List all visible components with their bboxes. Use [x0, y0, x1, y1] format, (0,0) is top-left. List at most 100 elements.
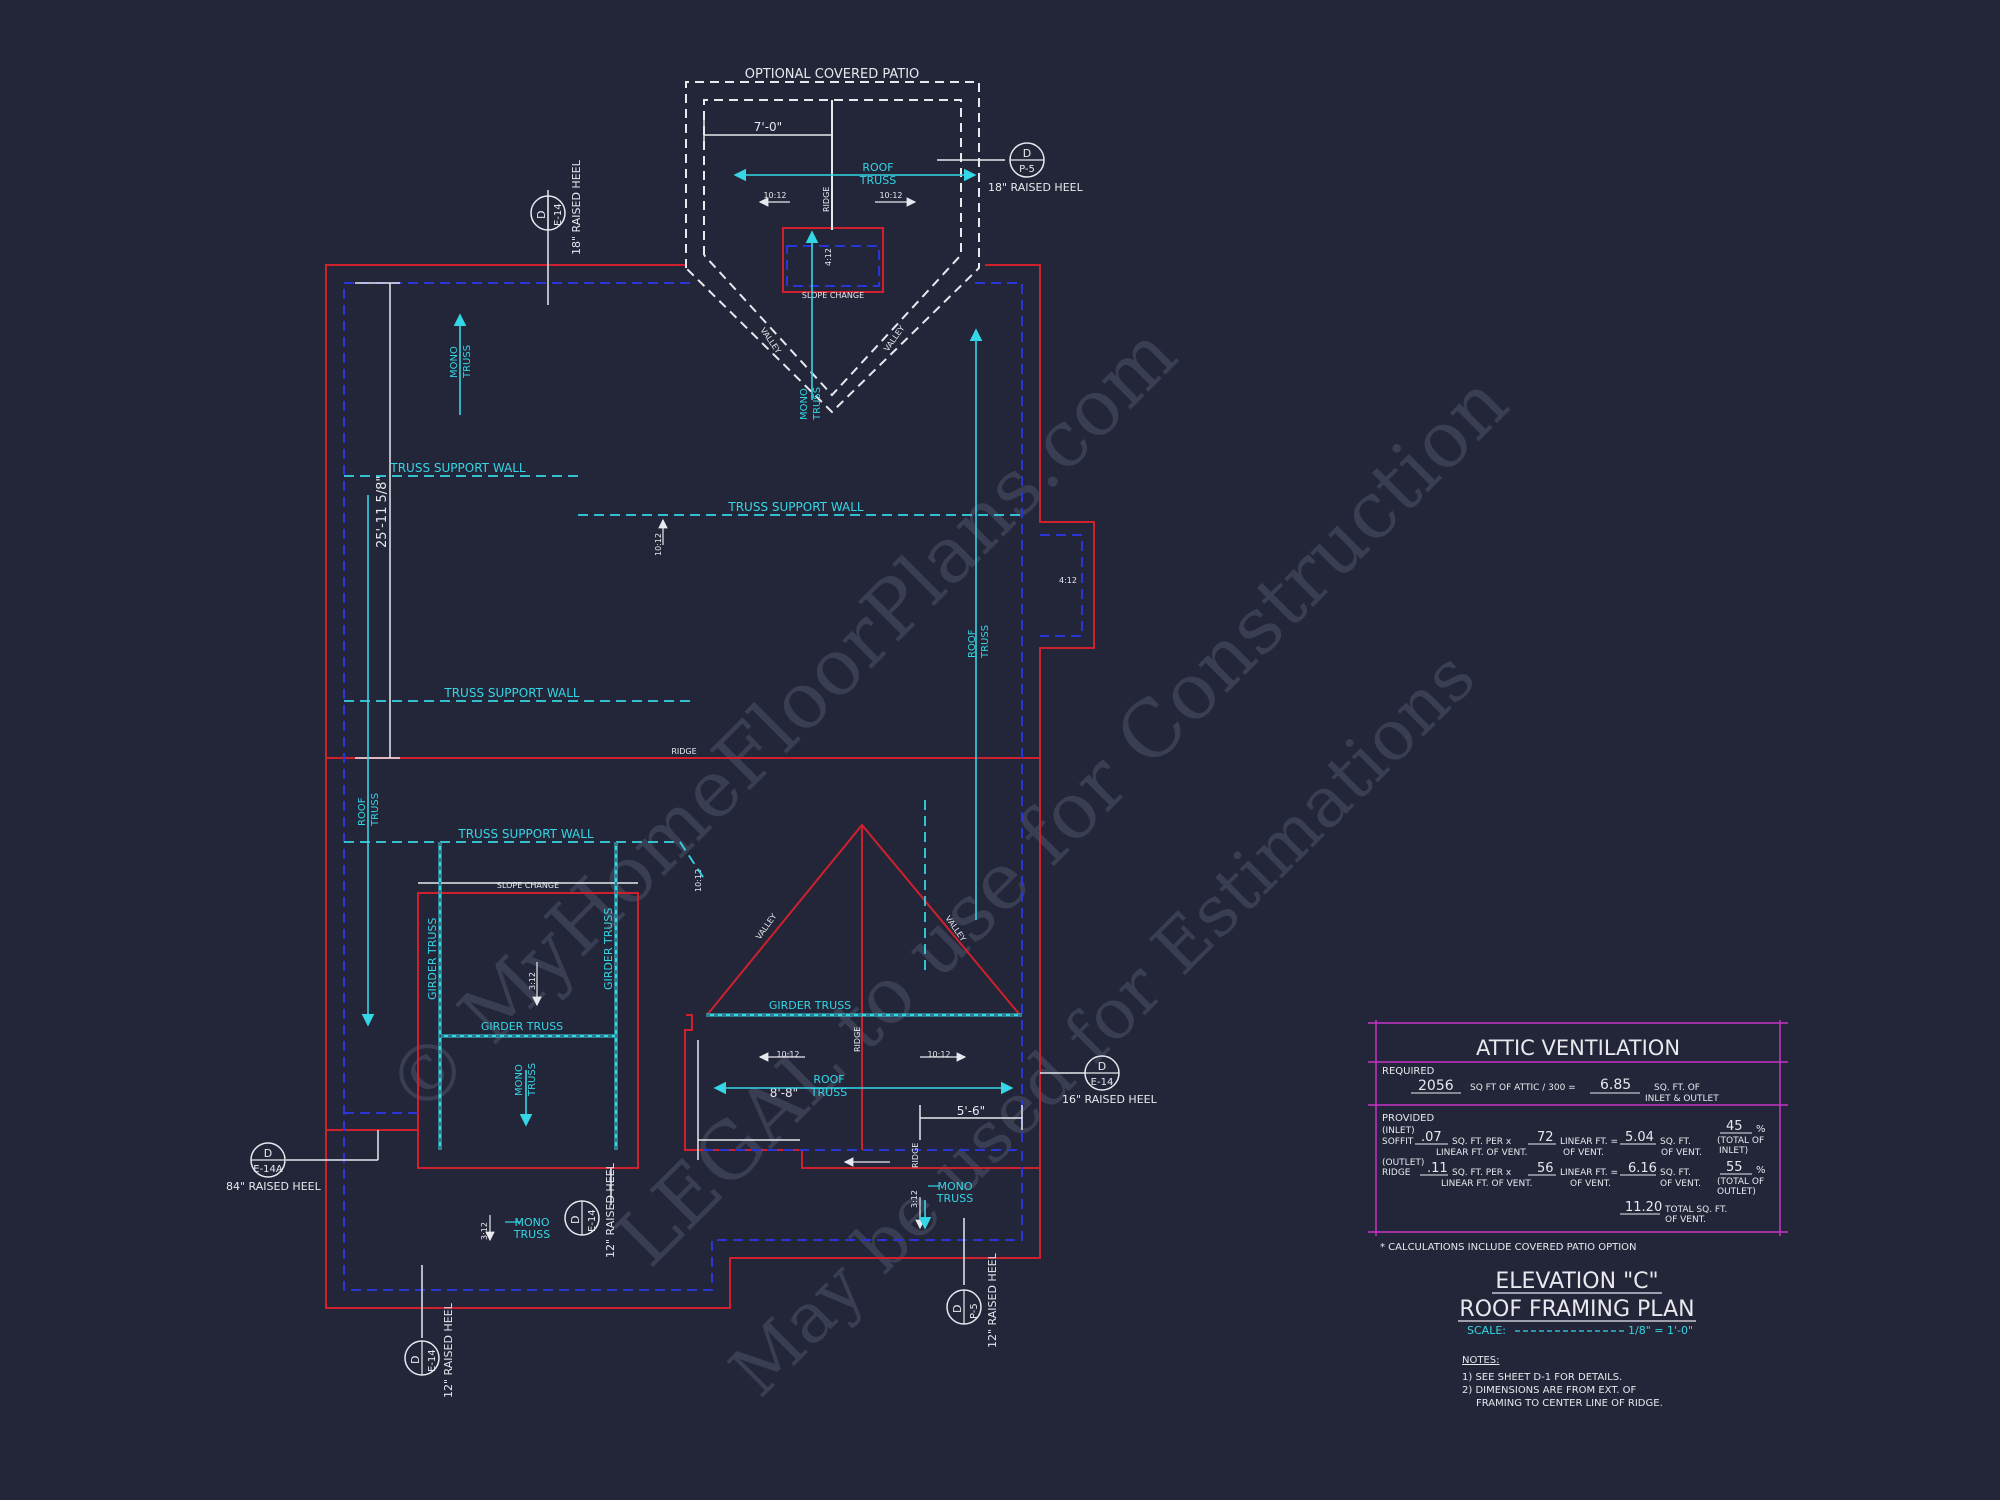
- slope-change-label: SLOPE CHANGE: [497, 881, 559, 890]
- patio-mono-truss-2: TRUSS: [812, 387, 823, 421]
- mono-truss-top-1: MONO: [449, 346, 460, 378]
- roof-truss-right-1: ROOF: [967, 629, 978, 658]
- callout-right-mid-sheet: E-14: [1091, 1077, 1114, 1088]
- girder-truss-label-left: GIRDER TRUSS: [426, 918, 439, 1000]
- total-text: TOTAL SQ. FT.: [1664, 1205, 1727, 1215]
- callout-patio-right: D P-5 18" RAISED HEEL: [988, 142, 1084, 194]
- patio-pitch-4-12: 4:12: [824, 248, 833, 266]
- soffit-pct-value: 45: [1726, 1119, 1743, 1134]
- truss-support-walls: [344, 475, 1022, 975]
- soffit-lf-text: LINEAR FT. =: [1560, 1137, 1618, 1147]
- title-line-1: ELEVATION "C": [1495, 1269, 1658, 1294]
- ridge-lf-text: LINEAR FT. =: [1560, 1168, 1618, 1178]
- callout-bottom-left-letter: D: [409, 1356, 422, 1364]
- ridge-per-value: .11: [1427, 1161, 1448, 1176]
- ridge-total-value: 6.16: [1628, 1161, 1657, 1176]
- overall-dimension: 25'-11 5/8": [375, 476, 390, 548]
- callout-left-low-note: 84" RAISED HEEL: [226, 1180, 322, 1193]
- total-text-2: OF VENT.: [1665, 1215, 1706, 1225]
- bump-pitch-4-12: 4:12: [1059, 576, 1077, 585]
- callout-bottom-mid-sheet: E-14: [587, 1209, 598, 1232]
- ridge-pct-text-2: OUTLET): [1717, 1187, 1756, 1197]
- girder-truss-label-right: GIRDER TRUSS: [602, 908, 615, 990]
- callout-bottom-left: D E-14 12" RAISED HEEL: [404, 1302, 455, 1398]
- ridge-total-text-2: OF VENT.: [1660, 1179, 1701, 1189]
- callout-patio-right-note: 18" RAISED HEEL: [988, 181, 1084, 194]
- soffit-total-text-2: OF VENT.: [1661, 1148, 1702, 1158]
- mono-truss-girder-1: MONO: [514, 1064, 525, 1096]
- callout-bottom-right: D P-5 12" RAISED HEEL: [946, 1252, 999, 1348]
- ridge-pct-text: (TOTAL OF: [1717, 1177, 1764, 1187]
- required-result-value: 6.85: [1600, 1077, 1631, 1093]
- soffit-label: SOFFIT: [1382, 1137, 1414, 1147]
- truss-support-wall-label-4: TRUSS SUPPORT WALL: [457, 827, 594, 841]
- pitch-3-12-girder: 3:12: [528, 972, 537, 990]
- truss-support-wall-label-2: TRUSS SUPPORT WALL: [727, 500, 864, 514]
- patio-dimension: [703, 118, 833, 142]
- patio-roof-truss-1: ROOF: [862, 161, 893, 174]
- callout-bottom-mid-letter: D: [569, 1216, 582, 1224]
- required-unit: SQ. FT. OF: [1654, 1083, 1700, 1093]
- required-attic-text: SQ FT OF ATTIC / 300 =: [1470, 1083, 1576, 1093]
- scale-label: SCALE:: [1467, 1324, 1506, 1337]
- soffit-pct-text: (TOTAL OF: [1717, 1136, 1764, 1146]
- title-block: ELEVATION "C" ROOF FRAMING PLAN SCALE: 1…: [1458, 1269, 1696, 1337]
- callout-bottom-left-sheet: E-14: [427, 1349, 438, 1372]
- note-2b: FRAMING TO CENTER LINE OF RIDGE.: [1476, 1398, 1663, 1409]
- structure-white-lines: [286, 159, 1085, 1338]
- truss-support-wall-label-3: TRUSS SUPPORT WALL: [443, 686, 580, 700]
- soffit-per-text-2: LINEAR FT. OF VENT.: [1436, 1148, 1528, 1158]
- pitch-3-12-right: 3:12: [910, 1190, 919, 1208]
- ridge-vent-label: RIDGE: [1382, 1168, 1411, 1178]
- pitch-10-12-bay-left: 10:12: [776, 1050, 799, 1059]
- ridge-per-text: SQ. FT. PER x: [1452, 1168, 1512, 1178]
- ridge-total-text: SQ. FT.: [1660, 1168, 1691, 1178]
- mono-truss-right-2: TRUSS: [936, 1192, 973, 1205]
- patio-dimension-text: 7'-0": [754, 120, 782, 134]
- note-2a: 2) DIMENSIONS ARE FROM EXT. OF: [1462, 1385, 1637, 1396]
- callout-right-mid-letter: D: [1098, 1060, 1106, 1073]
- callout-left-low: D E-14A 84" RAISED HEEL: [226, 1142, 322, 1193]
- notes-heading: NOTES:: [1462, 1355, 1500, 1366]
- callout-bottom-mid-note: 12" RAISED HEEL: [604, 1162, 617, 1258]
- callout-patio-right-letter: D: [1023, 147, 1031, 160]
- ridge-pct-sign: %: [1756, 1165, 1766, 1176]
- mono-truss-leaders: [505, 1185, 940, 1223]
- roof-truss-bay-2: TRUSS: [810, 1086, 847, 1099]
- roof-truss-left-1: ROOF: [357, 797, 368, 826]
- soffit-pct-text-2: INLET): [1719, 1146, 1748, 1156]
- required-attic-value: 2056: [1418, 1078, 1454, 1094]
- lower-ridge-label: RIDGE: [911, 1143, 920, 1168]
- callout-bottom-left-note: 12" RAISED HEEL: [442, 1302, 455, 1398]
- required-label: REQUIRED: [1382, 1066, 1435, 1077]
- girder-truss-lines-inner: [439, 842, 1022, 1150]
- callout-bottom-right-note: 12" RAISED HEEL: [986, 1252, 999, 1348]
- soffit-lf-value: 72: [1537, 1130, 1554, 1145]
- interior-outline: [343, 245, 1083, 1291]
- soffit-total-value: 5.04: [1625, 1130, 1654, 1145]
- callout-patio-right-sheet: P-5: [1019, 164, 1035, 175]
- callout-top-left: D E-14 18" RAISED HEEL: [530, 159, 583, 255]
- note-1: 1) SEE SHEET D-1 FOR DETAILS.: [1462, 1372, 1622, 1383]
- patio-roof-truss-2: TRUSS: [859, 174, 896, 187]
- mono-truss-top-2: TRUSS: [462, 345, 473, 379]
- ridge-lf-value: 56: [1537, 1161, 1554, 1176]
- outlet-label: (OUTLET): [1382, 1158, 1424, 1168]
- watermark: © MyHomeFloorPlans.com LEGAL to use for …: [370, 309, 1526, 1412]
- callout-top-left-letter: D: [535, 211, 548, 219]
- provided-label: PROVIDED: [1382, 1113, 1434, 1124]
- exterior-outline: [325, 227, 1095, 1309]
- girder-truss-label-bay: GIRDER TRUSS: [769, 999, 851, 1012]
- ventilation-title: ATTIC VENTILATION: [1476, 1036, 1680, 1060]
- ridge-label-main: RIDGE: [671, 747, 696, 756]
- callout-bottom-right-letter: D: [951, 1305, 964, 1313]
- callout-left-low-sheet: E-14A: [253, 1164, 283, 1175]
- ridge-lf-text-2: OF VENT.: [1570, 1179, 1611, 1189]
- truss-arrows: [361, 168, 1014, 1230]
- patio-mono-truss-1: MONO: [799, 388, 810, 420]
- mono-truss-bottom-1: MONO: [514, 1216, 549, 1229]
- callout-bottom-mid: D E-14 12" RAISED HEEL: [564, 1162, 617, 1258]
- title-line-2: ROOF FRAMING PLAN: [1459, 1297, 1694, 1322]
- soffit-per-text: SQ. FT. PER x: [1452, 1137, 1512, 1147]
- bay-valley-left: VALLEY: [754, 912, 778, 941]
